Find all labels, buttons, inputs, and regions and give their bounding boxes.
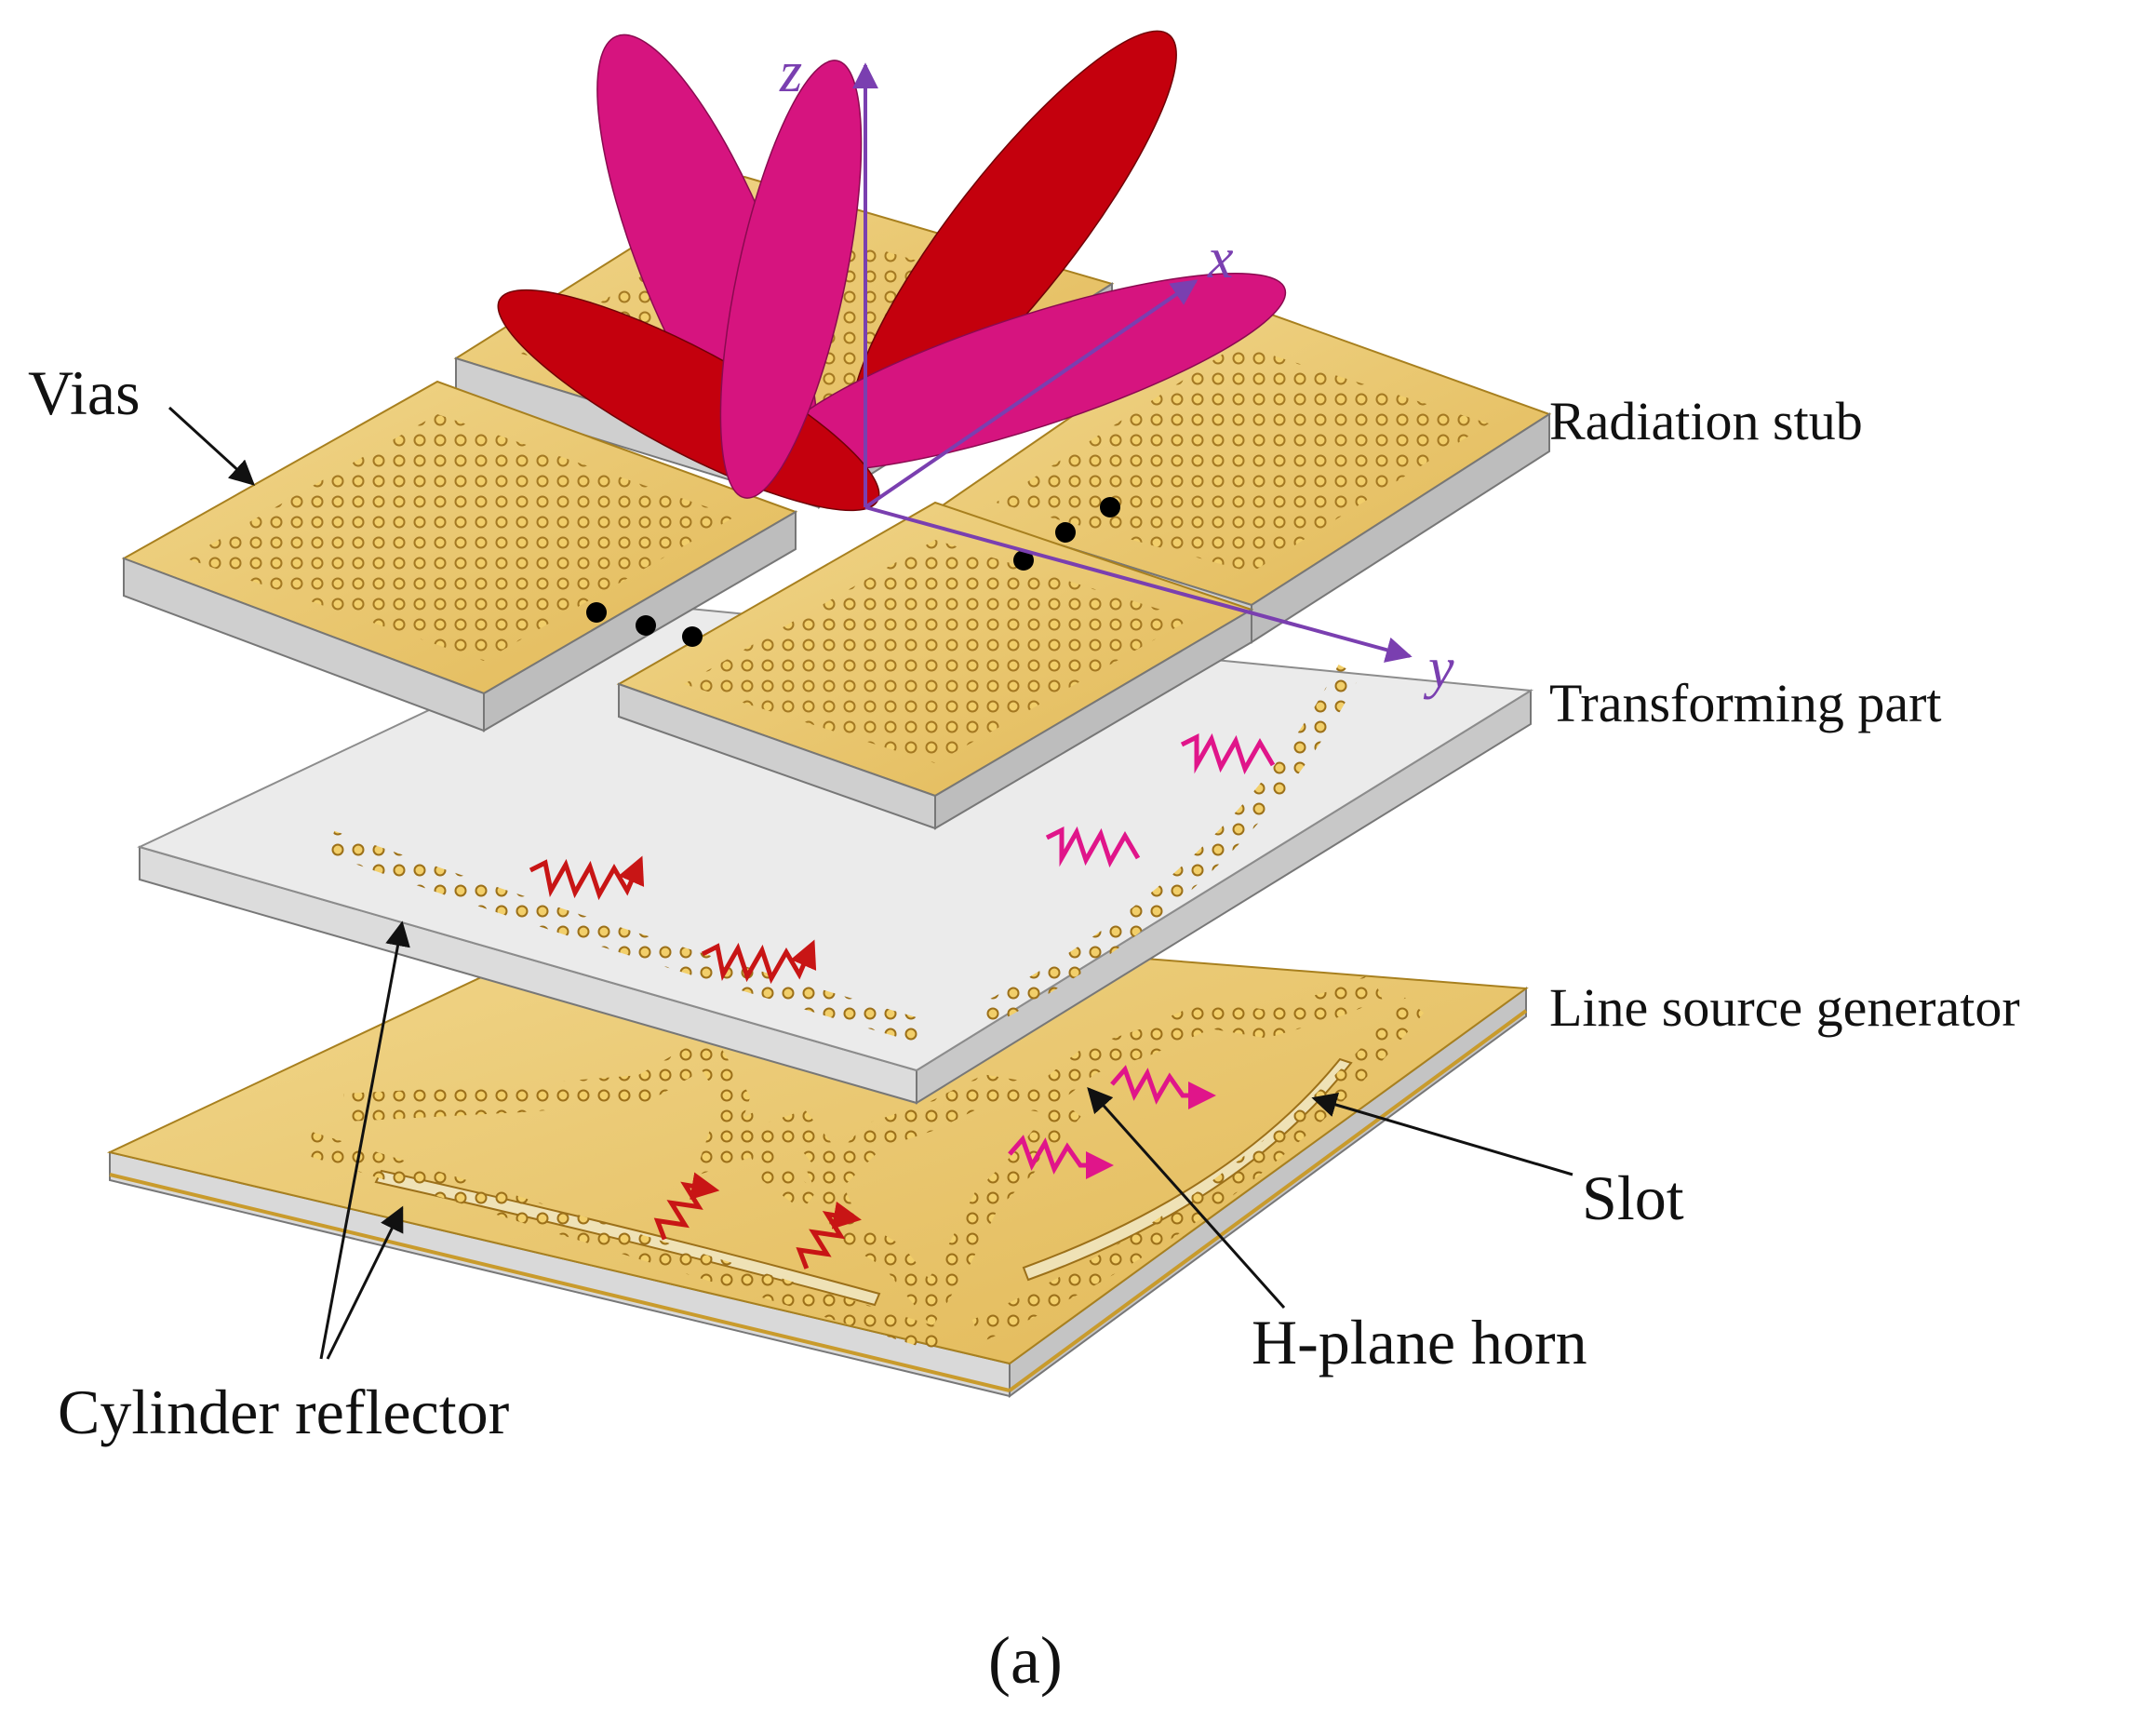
line-source-generator-board: [106, 915, 1529, 1398]
figure-caption: (a): [988, 1623, 1063, 1698]
radiation-stub-tile-front: [616, 501, 1254, 830]
vias-leader: [167, 406, 255, 486]
radiation-pattern-lobes: [497, 30, 1287, 512]
h-plane-horn-leader: [1087, 1086, 1286, 1309]
cylinder-reflector-leader-upper: [319, 920, 410, 1360]
label-radiation-stub: Radiation stub: [1549, 391, 1863, 451]
slot-leader: [1311, 1092, 1573, 1176]
label-h-plane-horn: H-plane horn: [1252, 1307, 1587, 1377]
h-plane-horn-walls: [343, 974, 1383, 1194]
label-line-source-generator: Line source generator: [1549, 977, 2020, 1038]
label-slot: Slot: [1582, 1162, 1684, 1233]
x-axis-label: x: [1207, 227, 1234, 290]
y-axis: [864, 505, 1413, 663]
label-cylinder-reflector: Cylinder reflector: [58, 1377, 510, 1447]
label-transforming-part: Transforming part: [1549, 673, 1942, 733]
label-vias: Vias: [28, 357, 141, 428]
coordinate-axes: z x y: [779, 41, 1454, 700]
x-axis: [864, 279, 1199, 509]
y-axis-label: y: [1423, 637, 1454, 700]
z-axis-label: z: [779, 41, 802, 104]
cylinder-reflector-leader-lower: [326, 1205, 404, 1360]
annotations: Vias Radiation stub Transforming part Li…: [28, 357, 2020, 1698]
